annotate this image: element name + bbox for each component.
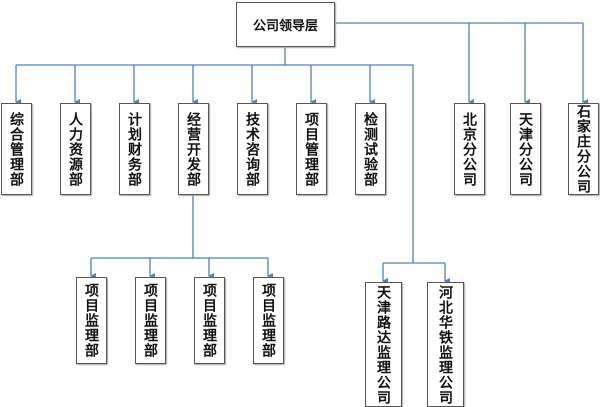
project-dept-box-label: 项目监理部: [201, 283, 217, 358]
department-box-label: 综合管理部: [8, 111, 24, 187]
department-box-label: 计划财务部: [126, 111, 142, 187]
subsidiary-box-label: 天津路达监理公司: [375, 284, 391, 405]
department-box-label: 人力资源部: [67, 111, 83, 187]
project-dept-box: 项目监理部: [75, 277, 107, 364]
department-box-label: 项目管理部: [303, 111, 319, 187]
branch-box-label: 天津分公司: [517, 111, 533, 187]
project-dept-box: 项目监理部: [134, 277, 166, 364]
project-dept-box-label: 项目监理部: [260, 283, 276, 358]
project-dept-box: 项目监理部: [252, 277, 284, 364]
connector-line: [16, 64, 414, 263]
project-dept-box-label: 项目监理部: [142, 283, 158, 358]
branch-box-label: 石家庄分公司: [575, 104, 591, 194]
root-label: 公司领导层: [252, 19, 318, 34]
project-dept-box-label: 项目监理部: [83, 283, 99, 358]
branch-box: 天津分公司: [509, 103, 541, 195]
department-box: 经营开发部: [177, 103, 209, 195]
subsidiary-box-label: 河北华铁监理公司: [437, 284, 453, 405]
branch-box: 北京分公司: [453, 103, 485, 195]
branch-box-label: 北京分公司: [461, 111, 477, 187]
department-box: 项目管理部: [295, 103, 327, 195]
department-box: 人力资源部: [59, 103, 91, 195]
department-box: 计划财务部: [118, 103, 150, 195]
department-box: 检测试验部: [354, 103, 386, 195]
department-box-label: 技术咨询部: [244, 111, 260, 187]
department-box-label: 经营开发部: [185, 111, 201, 187]
branch-box: 石家庄分公司: [567, 103, 599, 195]
department-box: 技术咨询部: [236, 103, 268, 195]
project-dept-box: 项目监理部: [193, 277, 225, 364]
subsidiary-box: 天津路达监理公司: [364, 282, 402, 407]
department-box: 综合管理部: [0, 103, 32, 195]
root-box: 公司领导层: [236, 2, 335, 47]
subsidiary-box: 河北华铁监理公司: [426, 282, 464, 407]
department-box-label: 检测试验部: [362, 111, 378, 187]
